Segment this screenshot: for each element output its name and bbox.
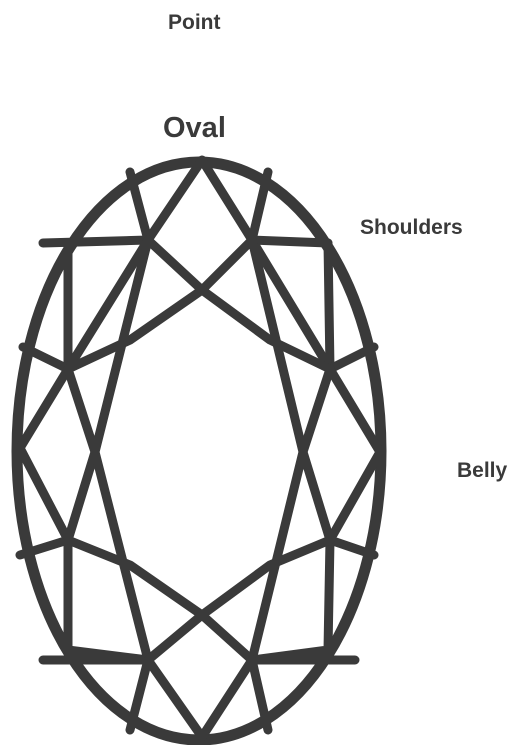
table-facet — [68, 290, 330, 615]
gem-drawing — [17, 160, 381, 740]
upper-crown-facets — [43, 240, 328, 290]
left-star-facets — [95, 240, 148, 660]
left-girdle-facets — [20, 240, 148, 555]
